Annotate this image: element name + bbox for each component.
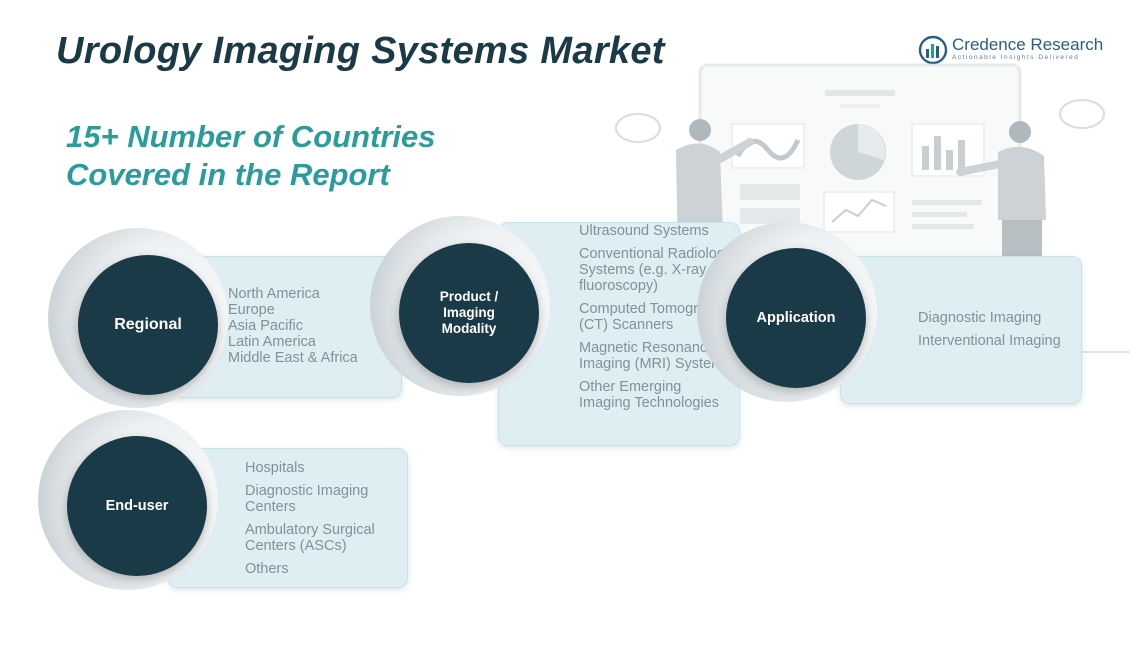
list-item: Other Emerging Imaging Technologies: [579, 379, 719, 411]
page-title: Urology Imaging Systems Market: [56, 30, 665, 72]
application-label: Application: [756, 310, 836, 326]
list-item: North America: [228, 286, 320, 302]
regional-circle: Regional: [78, 255, 218, 395]
product-circle: Product / Imaging Modality: [399, 243, 539, 383]
application-circle: Application: [726, 248, 866, 388]
list-item: Interventional Imaging: [918, 333, 1061, 349]
brand-tagline: Actionable Insights Delivered: [952, 54, 1080, 61]
credence-research-logo: Credence Research Actionable Insights De…: [918, 33, 1108, 67]
application-list: Diagnostic Imaging Interventional Imagin…: [918, 310, 1076, 349]
list-item: Magnetic Resonance Imaging (MRI) Systems: [579, 340, 731, 372]
list-item: Others: [245, 561, 289, 577]
end-user-label: End-user: [105, 498, 169, 514]
list-item: Computed Tomography (CT) Scanners: [579, 301, 730, 333]
end-user-circle: End-user: [67, 436, 207, 576]
list-item: Hospitals: [245, 460, 305, 476]
regional-list: North America Europe Asia Pacific Latin …: [228, 286, 396, 366]
bar-chart-logo-icon: [918, 35, 948, 65]
list-item: Europe: [228, 302, 275, 318]
application-card: [840, 256, 1082, 404]
product-list: Ultrasound Systems Conventional Radiolog…: [579, 223, 734, 411]
brand-name: Credence Research: [952, 35, 1104, 54]
countries-covered-subtitle: 15+ Number of Countries Covered in the R…: [66, 119, 436, 192]
list-item: Diagnostic Imaging: [918, 310, 1042, 326]
end-user-list: Hospitals Diagnostic Imaging Centers Amb…: [245, 460, 395, 577]
list-item: Ambulatory Surgical Centers (ASCs): [245, 522, 375, 554]
list-item: Asia Pacific: [228, 318, 303, 334]
list-item: Conventional Radiology Systems (e.g. X-r…: [579, 246, 733, 294]
list-item: Middle East & Africa: [228, 350, 358, 366]
list-item: Diagnostic Imaging Centers: [245, 483, 369, 515]
list-item: Latin America: [228, 334, 316, 350]
regional-label: Regional: [114, 316, 182, 333]
product-label: Product / Imaging Modality: [439, 289, 499, 336]
list-item: Ultrasound Systems: [579, 223, 709, 239]
